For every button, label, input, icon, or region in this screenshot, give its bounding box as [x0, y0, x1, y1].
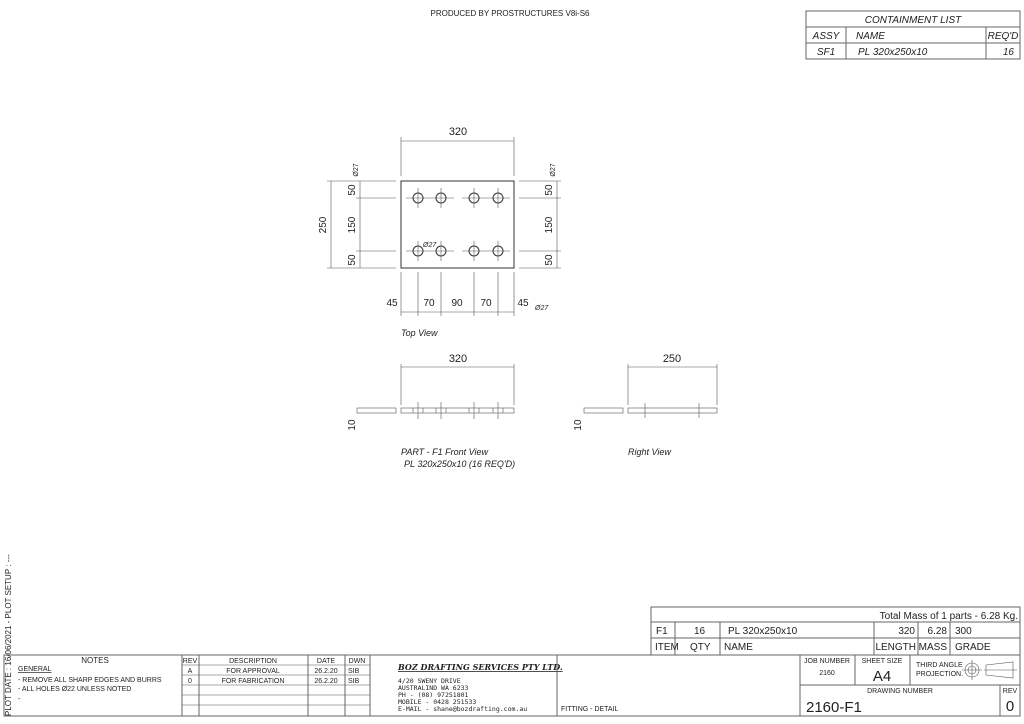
dim-left-3: 50 [347, 254, 358, 266]
hole-dia-callout: Ø27 [422, 242, 437, 249]
rev-a-desc: FOR APPROVAL [226, 668, 280, 675]
containment-title: CONTAINMENT LIST [865, 15, 962, 26]
dim-right-3: 50 [544, 254, 555, 266]
hdr-item: ITEM [655, 642, 679, 653]
sheet-size: A4 [873, 668, 891, 685]
right-view-label: Right View [628, 447, 671, 457]
company-mobile: MOBILE - 0428 251533 [398, 698, 476, 706]
company-addr-1: 4/20 SWENY DRIVE [398, 677, 461, 685]
produced-by: PRODUCED BY PROSTRUCTURES V8i-S6 [431, 9, 591, 18]
rev-0-desc: FOR FABRICATION [222, 678, 285, 685]
cell-reqd: 16 [1003, 47, 1015, 58]
note-3: - [18, 696, 21, 703]
front-view-label: PART - F1 Front View [401, 447, 489, 457]
right-view: 250 10 Right View [573, 353, 718, 457]
dim-bottom-3: 90 [451, 298, 463, 309]
notes-general: GENERAL [18, 666, 52, 673]
containment-list: CONTAINMENT LIST ASSY NAME REQ'D SF1 PL … [805, 10, 1021, 60]
dim-bottom-1: 45 [386, 298, 398, 309]
dim-bottom-2: 70 [423, 298, 435, 309]
projection-line-2: PROJECTION. [916, 671, 963, 678]
notes-title: NOTES [81, 656, 109, 665]
hdr-grade: GRADE [955, 642, 991, 653]
rev-hdr-desc: DESCRIPTION [229, 658, 277, 665]
job-number-label: JOB NUMBER [804, 658, 850, 665]
front-thickness: 10 [347, 419, 358, 431]
parts-list: Total Mass of 1 parts - 6.28 Kg. F1 16 P… [650, 606, 1021, 656]
plate-outline [400, 180, 515, 269]
dim-bottom-5: 45 [517, 298, 529, 309]
rev-hdr-date: DATE [317, 658, 335, 665]
company-name: BOZ DRAFTING SERVICES PTY LTD. [397, 662, 563, 672]
drawing-number-label: DRAWING NUMBER [867, 688, 933, 695]
rev-a-dwn: SIB [348, 668, 360, 675]
dim-height: 250 [318, 216, 329, 233]
part-qty: 16 [694, 626, 706, 637]
drawing-number: 2160-F1 [806, 699, 862, 716]
col-reqd: REQ'D [988, 31, 1019, 42]
company-phone: PH - (08) 97251801 [398, 691, 469, 699]
hdr-qty: QTY [690, 642, 711, 653]
part-name: PL 320x250x10 [728, 626, 798, 637]
dim-width: 320 [449, 126, 467, 138]
rev-a-date: 26.2.20 [314, 668, 337, 675]
title-block: NOTES GENERAL - REMOVE ALL SHARP EDGES A… [3, 654, 1021, 717]
rev-0-dwn: SIB [348, 678, 360, 685]
part-mass: 6.28 [928, 626, 948, 637]
dim-right-2: 150 [544, 216, 555, 233]
dim-bottom-4: 70 [480, 298, 492, 309]
third-angle-projection-icon [962, 660, 1017, 680]
note-1: - REMOVE ALL SHARP EDGES AND BURRS [18, 677, 162, 684]
part-item: F1 [656, 626, 668, 637]
hdr-mass: MASS [919, 642, 948, 653]
total-mass: Total Mass of 1 parts - 6.28 Kg. [880, 611, 1018, 622]
rev-hdr-rev: REV [183, 658, 198, 665]
note-2: - ALL HOLES Ø22 UNLESS NOTED [18, 686, 131, 693]
col-assy: ASSY [812, 31, 841, 42]
rev-value: 0 [1006, 698, 1014, 715]
part-grade: 300 [955, 626, 972, 637]
drawing-title: FITTING - DETAIL [561, 706, 619, 713]
rev-a: A [188, 668, 193, 675]
cell-assy: SF1 [817, 47, 835, 58]
hole-dia-bottom: Ø27 [534, 305, 549, 312]
company-email: E-MAIL - shane@bozdrafting.com.au [398, 705, 527, 713]
hole-dia-right: Ø27 [550, 163, 557, 176]
dim-left-1: 50 [347, 184, 358, 196]
job-number: 2160 [819, 670, 835, 677]
rev-hdr-dwn: DWN [349, 658, 366, 665]
sheet-size-label: SHEET SIZE [862, 658, 903, 665]
right-dim-width: 250 [663, 353, 681, 365]
right-thickness: 10 [573, 419, 584, 431]
projection-line-1: THIRD ANGLE [916, 662, 963, 669]
col-name: NAME [856, 31, 885, 42]
rev-label: REV [1003, 688, 1018, 695]
part-length: 320 [898, 626, 915, 637]
rev-0-date: 26.2.20 [314, 678, 337, 685]
front-view-sublabel: PL 320x250x10 (16 REQ'D) [404, 459, 515, 469]
cell-name: PL 320x250x10 [858, 47, 928, 58]
company-addr-2: AUSTRALIND WA 6233 [398, 684, 469, 692]
rev-0: 0 [188, 678, 192, 685]
front-dim-width: 320 [449, 353, 467, 365]
dim-right-1: 50 [544, 184, 555, 196]
front-view: 320 10 PART - F1 Front View PL 320x250x1… [347, 353, 515, 469]
top-view: 320 250 50 150 50 Ø27 50 150 50 Ø27 Ø27 … [318, 126, 561, 338]
dim-left-2: 150 [347, 216, 358, 233]
hole-dia-left: Ø27 [353, 163, 360, 176]
top-view-label: Top View [401, 328, 438, 338]
hdr-name: NAME [724, 642, 753, 653]
hdr-length: LENGTH [875, 642, 916, 653]
plot-date-label: PLOT DATE : 16/06/2021 - PLOT SETUP : --… [4, 554, 13, 716]
